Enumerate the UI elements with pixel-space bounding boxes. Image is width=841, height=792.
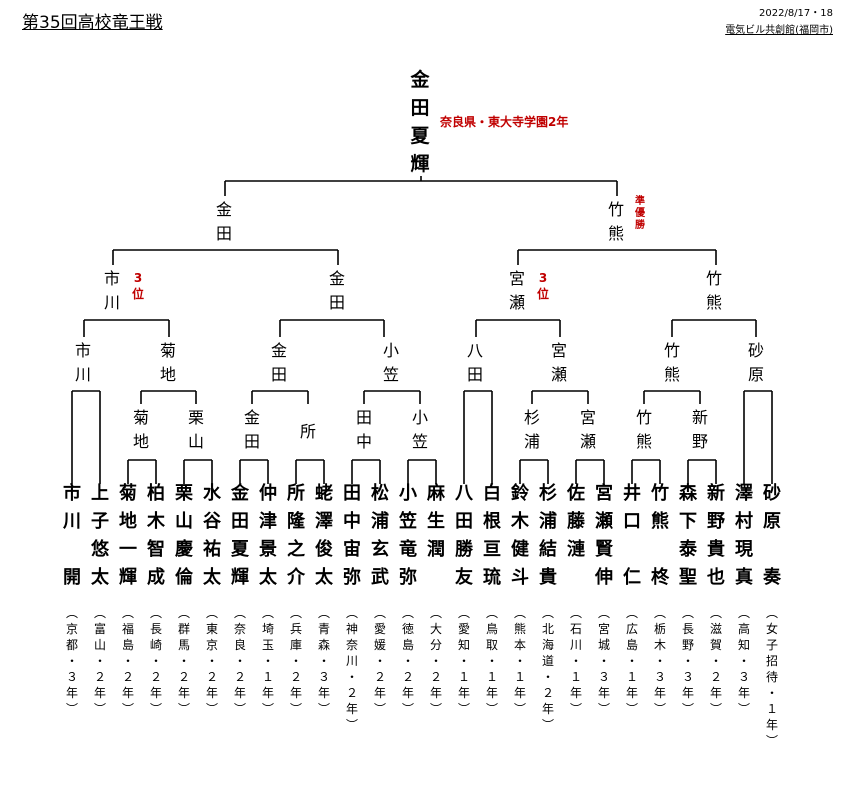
player-origin: ︵ 奈 良 ・ ２ 年 ︶: [233, 606, 246, 716]
player-origin: ︵ 長 野 ・ ３ 年 ︶: [681, 606, 694, 716]
player-origin: ︵ 大 分 ・ ２ 年 ︶: [429, 606, 442, 716]
player-name: 田 中 宙 弥: [343, 483, 361, 588]
player-origin: ︵ 北 海 道 ・ ２ 年 ︶: [541, 606, 554, 732]
semifinal-advancer-1: 市 川: [103, 269, 120, 312]
player-name: 柏 木 智 成: [147, 483, 165, 588]
player-name: 佐 藤 漣: [567, 483, 585, 560]
player-origin: ︵ 滋 賀 ・ ２ 年 ︶: [709, 606, 722, 716]
player-name: 栗 山 慶 倫: [175, 483, 193, 588]
player-name: 所 隆 之 介: [287, 483, 305, 588]
runner-up-label: 準 優 勝: [635, 196, 645, 231]
champion-affiliation: 奈良県・東大寺学園2年: [440, 115, 569, 129]
quarterfinal-advancer-3: 金 田: [270, 341, 287, 384]
player-name: 小 笠 竜 弥: [399, 483, 417, 588]
player-name: 砂 原 奏: [763, 483, 781, 588]
player-name: 松 浦 玄 武: [371, 483, 389, 588]
first-round-advancer-6: 小 笠: [411, 408, 428, 451]
player-name: 市 川 開: [63, 483, 81, 588]
third-place-label-right: 3 位: [536, 271, 549, 301]
semifinal-advancer-3: 宮 瀬: [508, 269, 525, 312]
player-origin: ︵ 鳥 取 ・ １ 年 ︶: [485, 606, 498, 716]
player-name: 杉 浦 結 貴: [539, 483, 557, 588]
player-origin: ︵ 愛 媛 ・ ２ 年 ︶: [373, 606, 386, 716]
player-origin: ︵ 兵 庫 ・ ２ 年 ︶: [289, 606, 302, 716]
quarterfinal-advancer-7: 竹 熊: [663, 341, 680, 384]
quarterfinal-advancer-8: 砂 原: [747, 341, 764, 384]
player-name: 仲 津 景 太: [259, 483, 277, 588]
player-origin: ︵ 女 子 招 待 ・ １ 年 ︶: [765, 606, 778, 748]
final-advancer-left: 金 田: [215, 200, 232, 243]
player-name: 鈴 木 健 斗: [511, 483, 529, 588]
player-origin: ︵ 東 京 ・ ２ 年 ︶: [205, 606, 218, 716]
player-name: 菊 地 一 輝: [119, 483, 137, 588]
first-round-advancer-10: 新 野: [691, 408, 708, 451]
player-origin: ︵ 埼 玉 ・ １ 年 ︶: [261, 606, 274, 716]
player-origin: ︵ 石 川 ・ １ 年 ︶: [569, 606, 582, 716]
player-name: 澤 村 現 真: [735, 483, 753, 588]
player-origin: ︵ 宮 城 ・ ３ 年 ︶: [597, 606, 610, 716]
player-name: 森 下 泰 聖: [679, 483, 697, 588]
first-round-advancer-4: 所: [299, 422, 316, 441]
event-date: 2022/8/17・18: [759, 8, 833, 19]
first-round-advancer-1: 菊 地: [132, 408, 149, 451]
player-origin: ︵ 愛 知 ・ １ 年 ︶: [457, 606, 470, 716]
first-round-advancer-3: 金 田: [243, 408, 260, 451]
quarterfinal-advancer-2: 菊 地: [159, 341, 176, 384]
first-round-advancer-2: 栗 山: [187, 408, 204, 451]
player-name: 麻 生 潤: [427, 483, 445, 560]
player-origin: ︵ 広 島 ・ １ 年 ︶: [625, 606, 638, 716]
player-origin: ︵ 富 山 ・ ２ 年 ︶: [93, 606, 106, 716]
first-round-advancer-8: 宮 瀬: [579, 408, 596, 451]
player-origin: ︵ 群 馬 ・ ２ 年 ︶: [177, 606, 190, 716]
quarterfinal-advancer-5: 八 田: [466, 341, 483, 384]
first-round-advancer-5: 田 中: [355, 408, 372, 451]
first-round-advancer-9: 竹 熊: [635, 408, 652, 451]
player-name: 水 谷 祐 太: [203, 483, 221, 588]
player-name: 井 口 仁: [623, 483, 641, 588]
third-place-label-left: 3 位: [131, 271, 144, 301]
player-name: 竹 熊 柊: [651, 483, 669, 588]
first-round-advancer-7: 杉 浦: [523, 408, 540, 451]
player-name: 八 田 勝 友: [455, 483, 473, 588]
page-title: 第35回高校竜王戦: [22, 13, 163, 33]
player-name: 白 根 亘 琉: [483, 483, 501, 588]
player-origin: ︵ 青 森 ・ ３ 年 ︶: [317, 606, 330, 716]
quarterfinal-advancer-4: 小 笠: [382, 341, 399, 384]
final-advancer-right: 竹 熊: [607, 200, 624, 243]
player-origin: ︵ 徳 島 ・ ２ 年 ︶: [401, 606, 414, 716]
champion-name: 金 田 夏 輝: [410, 69, 430, 175]
player-name: 新 野 貴 也: [707, 483, 725, 588]
player-name: 宮 瀬 賢 伸: [595, 483, 613, 588]
semifinal-advancer-2: 金 田: [328, 269, 345, 312]
quarterfinal-advancer-1: 市 川: [74, 341, 91, 384]
player-origin: ︵ 栃 木 ・ ３ 年 ︶: [653, 606, 666, 716]
player-origin: ︵ 京 都 ・ ３ 年 ︶: [65, 606, 78, 716]
player-origin: ︵ 神 奈 川 ・ ２ 年 ︶: [345, 606, 358, 732]
player-origin: ︵ 福 島 ・ ２ 年 ︶: [121, 606, 134, 716]
player-name: 蛯 澤 俊 太: [315, 483, 333, 588]
player-name: 上 子 悠 太: [91, 483, 109, 588]
quarterfinal-advancer-6: 宮 瀬: [550, 341, 567, 384]
semifinal-advancer-4: 竹 熊: [705, 269, 722, 312]
player-origin: ︵ 熊 本 ・ １ 年 ︶: [513, 606, 526, 716]
event-venue: 電気ビル共創館(福岡市): [725, 25, 833, 36]
player-name: 金 田 夏 輝: [231, 483, 249, 588]
player-origin: ︵ 高 知 ・ ３ 年 ︶: [737, 606, 750, 716]
player-origin: ︵ 長 崎 ・ ２ 年 ︶: [149, 606, 162, 716]
